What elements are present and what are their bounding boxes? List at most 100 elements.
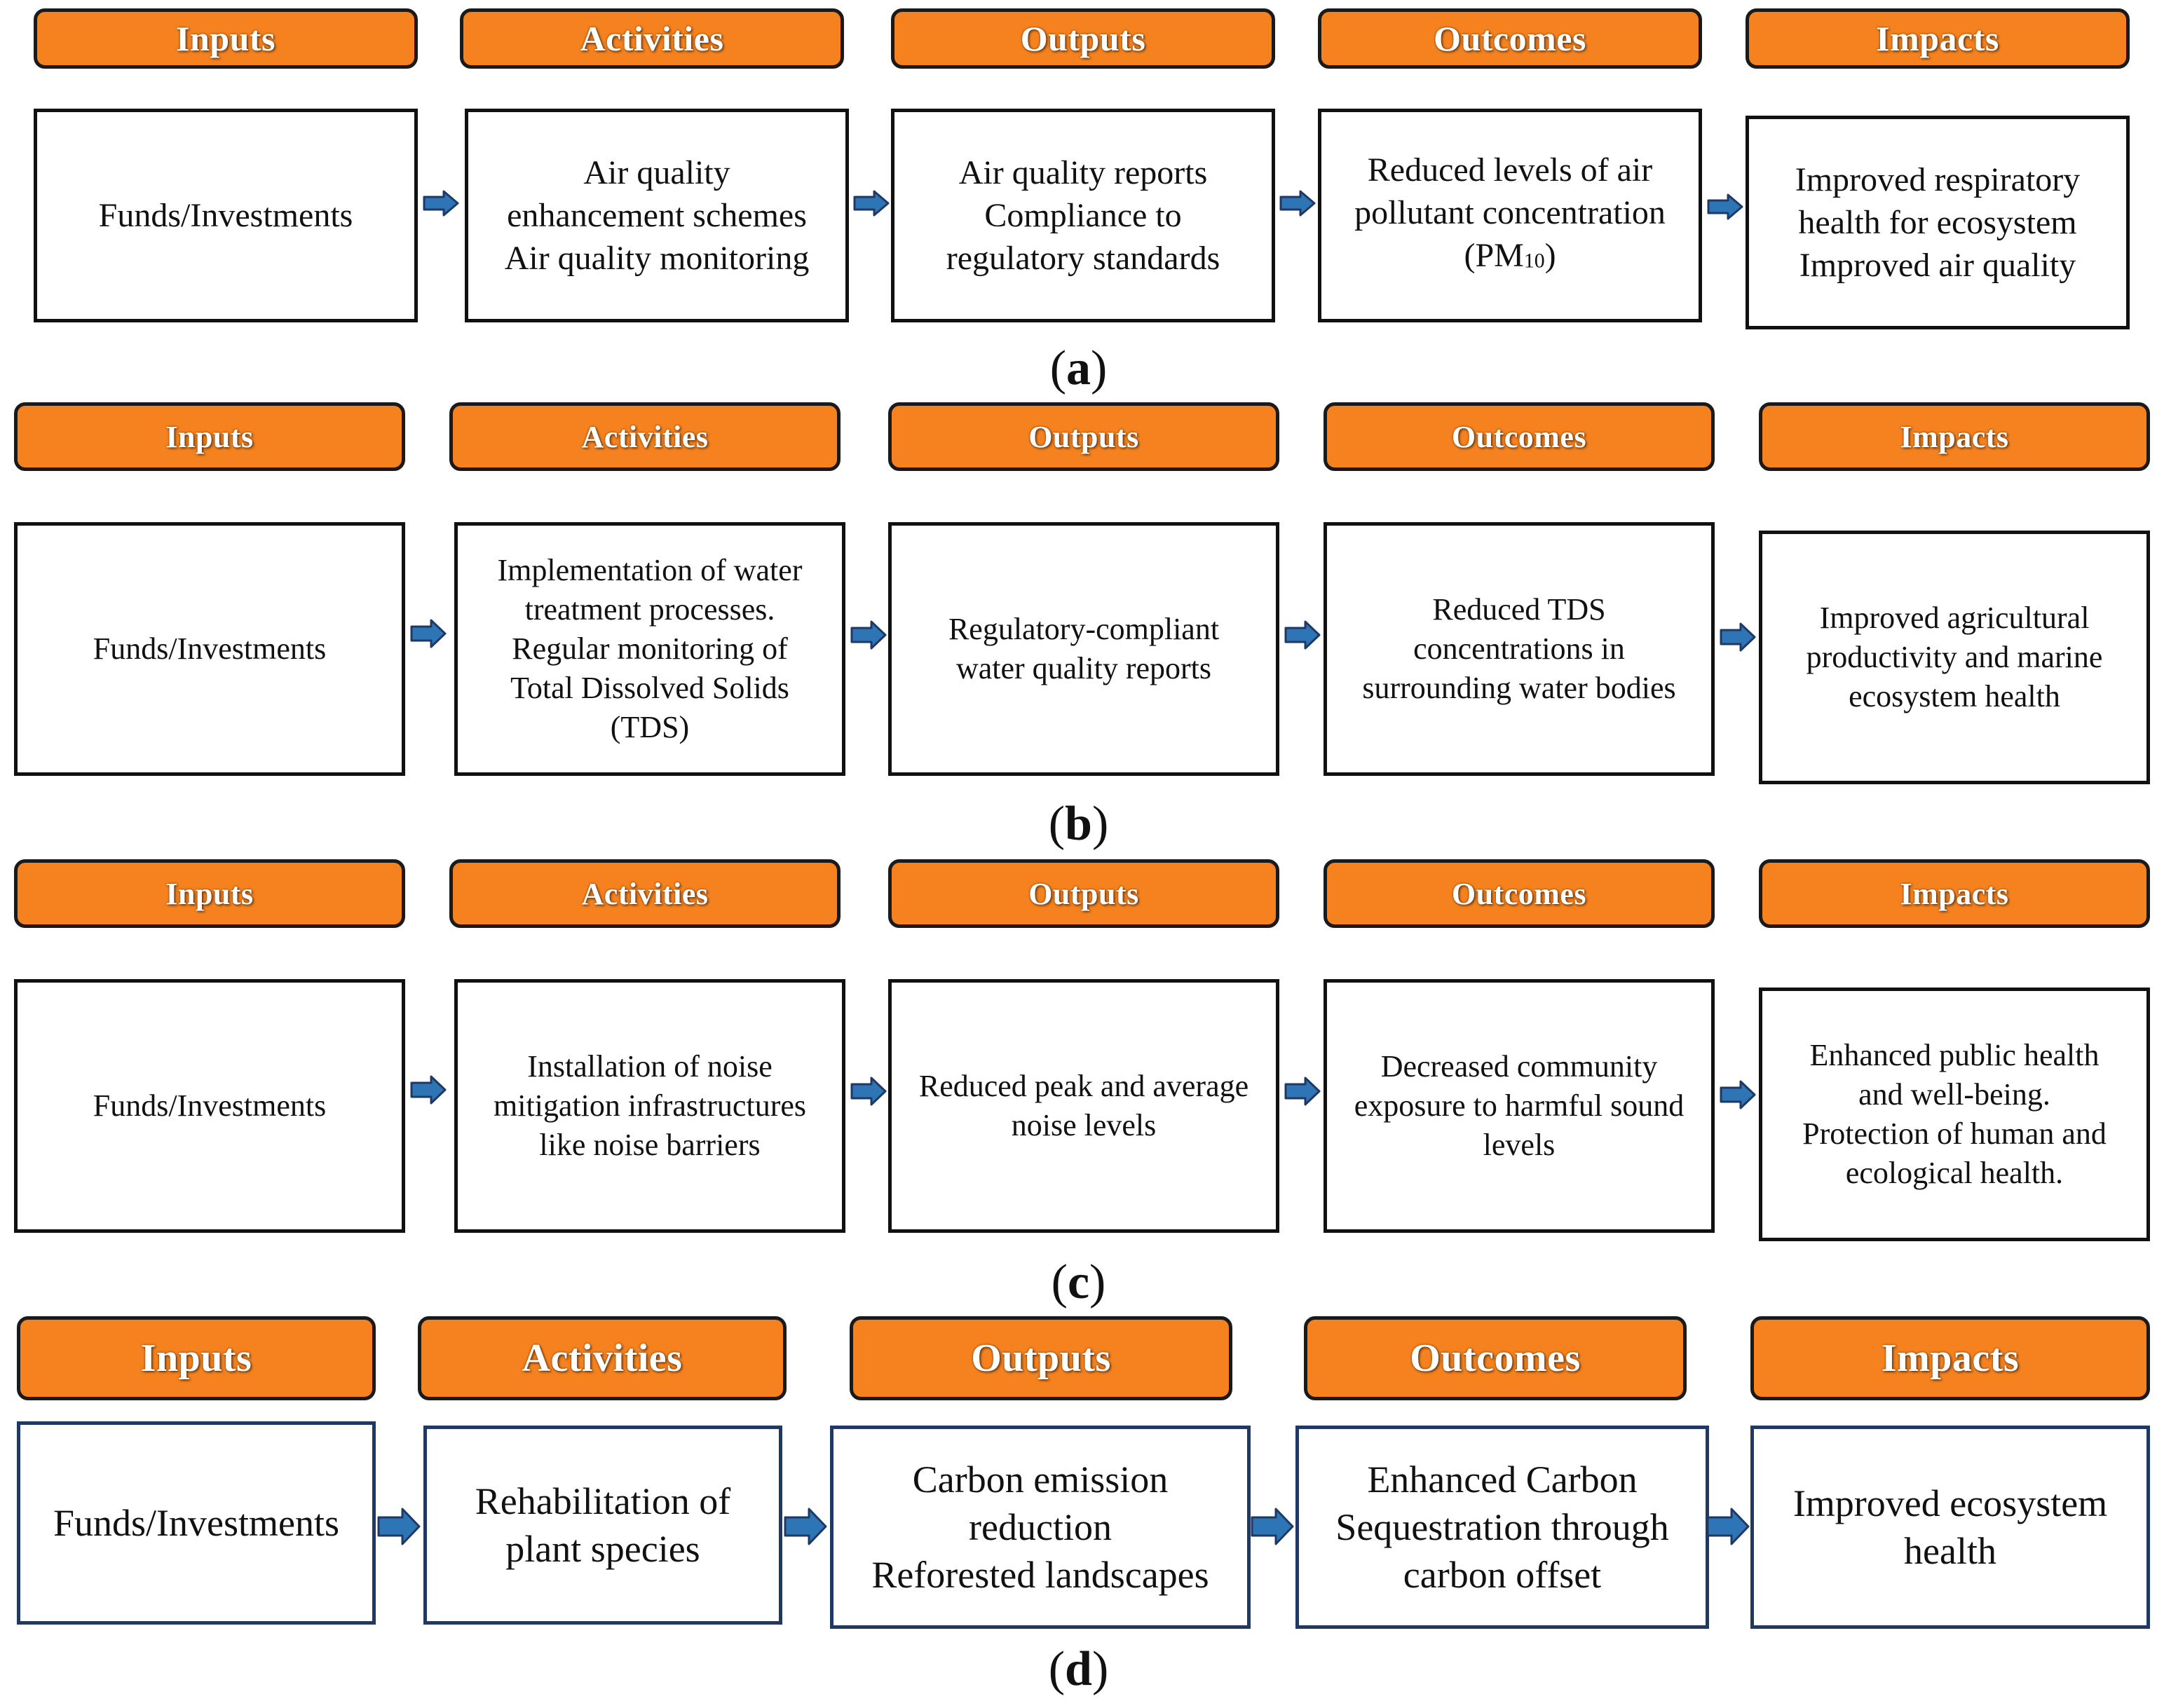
panel-b: Inputs Activities Outputs Outcomes Impac… xyxy=(14,402,2150,851)
box-text-line: water quality reports xyxy=(955,651,1212,685)
box-text-line: Protection of human and xyxy=(1802,1116,2107,1151)
box-text-line: Reduced peak and average xyxy=(918,1069,1249,1103)
box-text-line: Reforested landscapes xyxy=(871,1554,1209,1596)
box-text-line: (TDS) xyxy=(610,710,690,744)
header-activities: Activities xyxy=(449,402,841,471)
box-text-line: enhancement schemes xyxy=(507,197,807,234)
box-text-line: Improved air quality xyxy=(1799,247,2076,284)
box-text-line: and well-being. xyxy=(1858,1077,2050,1112)
box-text-line: ecological health. xyxy=(1845,1156,2064,1190)
outcomes-box: Enhanced Carbon Sequestration through ca… xyxy=(1295,1426,1709,1629)
panel-a: Inputs Activities Outputs Outcomes Impac… xyxy=(0,0,2157,395)
header-inputs: Inputs xyxy=(14,859,405,928)
right-arrow-icon xyxy=(1279,190,1316,217)
header-inputs: Inputs xyxy=(17,1316,376,1400)
activities-box: Installation of noise mitigation infrast… xyxy=(454,979,845,1233)
panel-caption: (a) xyxy=(1049,341,1108,395)
impacts-box: Improved respiratory health for ecosyste… xyxy=(1746,116,2130,329)
box-text-line: Reduced levels of air xyxy=(1367,151,1653,189)
box-text-line: Improved ecosystem xyxy=(1792,1482,2108,1524)
box-text-line: Funds/Investments xyxy=(98,197,353,234)
header-activities: Activities xyxy=(418,1316,787,1400)
right-arrow-icon xyxy=(1284,1077,1321,1106)
right-arrow-icon xyxy=(410,619,447,648)
inputs-box: Funds/Investments xyxy=(14,979,405,1233)
inputs-box: Funds/Investments xyxy=(17,1421,376,1625)
box-text-line: Regulatory-compliant xyxy=(948,612,1220,646)
header-inputs: Inputs xyxy=(34,8,418,69)
box-text-line: Sequestration through xyxy=(1335,1506,1669,1548)
box-text-line: Air quality xyxy=(583,154,730,191)
box-text-line: noise levels xyxy=(1011,1108,1157,1142)
right-arrow-icon xyxy=(377,1508,421,1545)
right-arrow-icon xyxy=(784,1508,827,1545)
box-text-line: Regular monitoring of xyxy=(512,631,788,666)
box-text-line: Air quality monitoring xyxy=(504,240,810,277)
box-text-line: Improved agricultural xyxy=(1819,601,2090,635)
right-arrow-icon xyxy=(850,620,887,650)
outputs-box: Reduced peak and average noise levels xyxy=(888,979,1279,1233)
box-text-line: Improved respiratory xyxy=(1795,161,2081,198)
outputs-box: Carbon emission reduction Reforested lan… xyxy=(830,1426,1251,1629)
caption-letter: b xyxy=(1065,797,1092,851)
header-outcomes: Outcomes xyxy=(1324,402,1715,471)
box-text-line: Funds/Investments xyxy=(53,1502,339,1544)
outcomes-box: Reduced levels of air pollutant concentr… xyxy=(1318,109,1702,322)
box-text-line: Installation of noise xyxy=(527,1049,773,1084)
right-arrow-icon xyxy=(850,1077,887,1106)
header-outputs: Outputs xyxy=(888,402,1279,471)
header-outcomes: Outcomes xyxy=(1304,1316,1687,1400)
box-text-line: treatment processes. xyxy=(524,592,775,627)
box-text-line: Enhanced public health xyxy=(1809,1038,2100,1072)
right-arrow-icon xyxy=(1720,622,1756,652)
impacts-box: Improved ecosystem health xyxy=(1750,1426,2150,1629)
impacts-box: Enhanced public health and well-being. P… xyxy=(1759,988,2150,1241)
panel-c: Inputs Activities Outputs Outcomes Impac… xyxy=(14,859,2150,1309)
pm-close-paren: ) xyxy=(1544,237,1556,275)
box-text-line: Carbon emission xyxy=(912,1458,1169,1501)
box-text-line: (PM10) xyxy=(1464,234,1556,282)
header-impacts: Impacts xyxy=(1759,402,2150,471)
box-text-line: Implementation of water xyxy=(497,553,803,587)
impacts-box: Improved agricultural productivity and m… xyxy=(1759,531,2150,784)
inputs-box: Funds/Investments xyxy=(14,522,405,776)
activities-box: Implementation of water treatment proces… xyxy=(454,522,845,776)
box-text-line: health xyxy=(1904,1530,1996,1572)
panel-caption: (d) xyxy=(1048,1642,1109,1696)
right-arrow-icon xyxy=(410,1075,447,1105)
activities-box: Air quality enhancement schemes Air qual… xyxy=(465,109,849,322)
box-text-line: mitigation infrastructures xyxy=(494,1088,806,1123)
outcomes-box: Decreased community exposure to harmful … xyxy=(1324,979,1715,1233)
box-text-line: concentrations in xyxy=(1413,631,1625,666)
header-activities: Activities xyxy=(449,859,841,928)
right-arrow-icon xyxy=(1720,1080,1756,1109)
box-text-line: reduction xyxy=(969,1506,1112,1548)
box-text-line: plant species xyxy=(505,1528,700,1570)
panel-caption: (b) xyxy=(1048,797,1109,851)
header-impacts: Impacts xyxy=(1746,8,2130,69)
activities-box: Rehabilitation of plant species xyxy=(423,1426,782,1625)
box-text-line: surrounding water bodies xyxy=(1362,671,1676,705)
inputs-box: Funds/Investments xyxy=(34,109,418,322)
header-outputs: Outputs xyxy=(891,8,1275,69)
box-text-line: ecosystem health xyxy=(1849,679,2060,713)
header-inputs: Inputs xyxy=(14,402,405,471)
box-text-line: regulatory standards xyxy=(946,240,1220,277)
right-arrow-icon xyxy=(1251,1508,1294,1545)
box-text-line: Air quality reports xyxy=(958,154,1208,191)
panel-caption: (c) xyxy=(1051,1255,1106,1309)
caption-letter: a xyxy=(1066,341,1091,395)
outcomes-box: Reduced TDS concentrations in surroundin… xyxy=(1324,522,1715,776)
header-outputs: Outputs xyxy=(850,1316,1232,1400)
right-arrow-icon xyxy=(1706,1508,1750,1545)
header-impacts: Impacts xyxy=(1759,859,2150,928)
header-outputs: Outputs xyxy=(888,859,1279,928)
header-outcomes: Outcomes xyxy=(1318,8,1702,69)
box-text-line: Decreased community xyxy=(1380,1049,1658,1084)
caption-letter: d xyxy=(1065,1642,1092,1696)
outputs-box: Regulatory-compliant water quality repor… xyxy=(888,522,1279,776)
outputs-box: Air quality reports Compliance to regula… xyxy=(891,109,1275,322)
box-text-line: health for ecosystem xyxy=(1798,204,2077,241)
header-activities: Activities xyxy=(460,8,844,69)
